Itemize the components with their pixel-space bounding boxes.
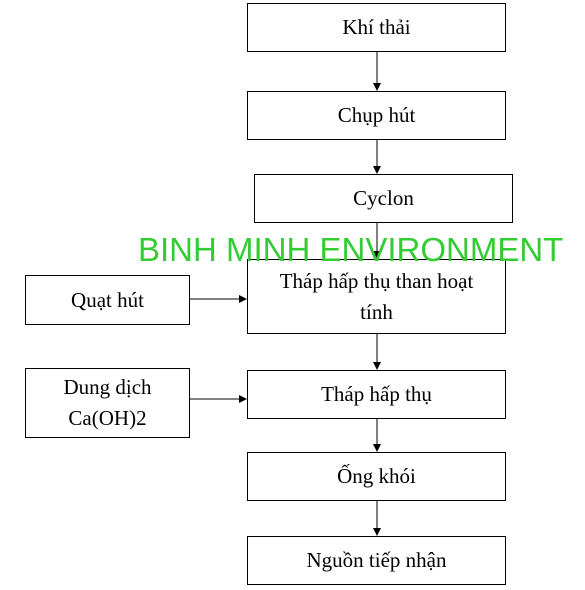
node-cyclon: Cyclon [254, 174, 513, 223]
node-chup-hut-label: Chụp hút [337, 103, 416, 127]
node-ong-khoi-label: Ống khói [337, 464, 416, 488]
node-nguon-tiep-nhan-label: Nguồn tiếp nhận [306, 548, 447, 572]
node-khi-thai-label: Khí thải [342, 15, 411, 39]
node-thap-hap-thu-label: Tháp hấp thụ [321, 382, 432, 406]
node-thap-hap-thu-than-hoat-tinh: Tháp hấp thụ than hoạt tính [247, 259, 506, 334]
node-chup-hut: Chụp hút [247, 91, 506, 140]
node-dung-dich-caoh2: Dung dịch Ca(OH)2 [25, 368, 190, 438]
node-thap-hap-thu-than-hoat-tinh-label: Tháp hấp thụ than hoạt tính [279, 268, 474, 324]
node-khi-thai: Khí thải [247, 3, 506, 52]
node-nguon-tiep-nhan: Nguồn tiếp nhận [247, 536, 506, 585]
node-quat-hut-label: Quạt hút [71, 287, 144, 312]
node-quat-hut: Quạt hút [25, 275, 190, 325]
node-cyclon-label: Cyclon [353, 186, 414, 210]
node-thap-hap-thu: Tháp hấp thụ [247, 370, 506, 419]
node-dung-dich-caoh2-label: Dung dịch Ca(OH)2 [63, 375, 152, 430]
node-ong-khoi: Ống khói [247, 452, 506, 501]
